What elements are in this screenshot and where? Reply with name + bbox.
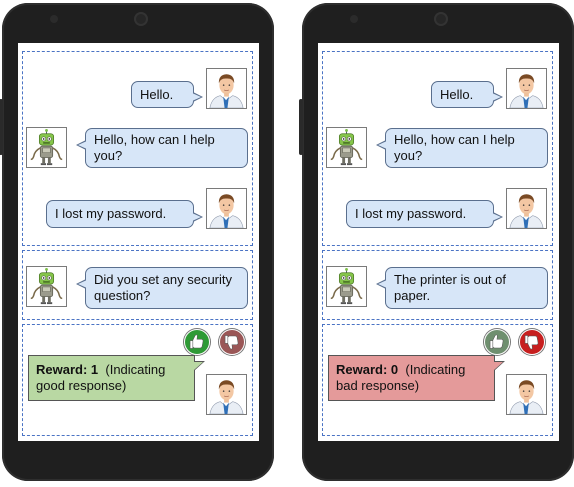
reward-note: (Indicating good response) [36, 362, 166, 393]
bot-avatar [26, 266, 67, 307]
bubble-text: I lost my password. [355, 206, 467, 221]
side-button [0, 99, 3, 155]
bubble-text: I lost my password. [55, 206, 167, 221]
thumbs-down-icon[interactable] [519, 329, 545, 355]
bubble-text: Hello, how can I help you? [394, 132, 515, 163]
bot-bubble-greeting: Hello, how can I help you? [376, 128, 548, 168]
reward-note: (Indicating bad response) [336, 362, 466, 393]
camera-icon [134, 12, 148, 26]
bot-bubble-response: The printer is out of paper. [376, 267, 548, 309]
user-bubble-password: I lost my password. [346, 200, 503, 228]
bot-bubble-greeting: Hello, how can I help you? [76, 128, 248, 168]
bot-avatar [326, 266, 367, 307]
dialog-context-section: Hello. Hello, how can I help you? I lost… [22, 51, 253, 246]
bot-avatar [26, 127, 67, 168]
thumbs-up-icon[interactable] [184, 329, 210, 355]
phone-screen: Hello. Hello, how can I help you? I lost… [318, 43, 559, 441]
bubble-text: Hello, how can I help you? [94, 132, 215, 163]
side-button [299, 99, 303, 155]
user-avatar [506, 374, 547, 415]
reward-section: Reward: 1 (Indicating good response) [22, 324, 253, 436]
user-avatar [506, 188, 547, 229]
reward-section: Reward: 0 (Indicating bad response) [322, 324, 553, 436]
user-avatar [206, 374, 247, 415]
user-bubble-password: I lost my password. [46, 200, 203, 228]
sensor-icon [350, 15, 358, 23]
user-avatar [206, 68, 247, 109]
bubble-text: Did you set any security question? [94, 272, 233, 303]
phone-screen: Hello. Hello, how can I help you? I lost… [18, 43, 259, 441]
camera-icon [434, 12, 448, 26]
reward-box: Reward: 1 (Indicating good response) [28, 355, 205, 401]
response-section: The printer is out of paper. [322, 250, 553, 320]
reward-label: Reward: 1 [36, 362, 99, 377]
user-bubble-hello: Hello. [131, 81, 203, 108]
user-avatar [206, 188, 247, 229]
reward-label: Reward: 0 [336, 362, 399, 377]
bubble-text: The printer is out of paper. [394, 272, 506, 303]
thumbs-up-icon[interactable] [484, 329, 510, 355]
bot-bubble-response: Did you set any security question? [76, 267, 248, 309]
user-avatar [506, 68, 547, 109]
response-section: Did you set any security question? [22, 250, 253, 320]
bubble-text: Hello. [140, 86, 174, 102]
user-bubble-hello: Hello. [431, 81, 503, 108]
sensor-icon [50, 15, 58, 23]
bubble-text: Hello. [440, 86, 474, 102]
phone-left: Hello. Hello, how can I help you? I lost… [0, 3, 274, 481]
dialog-context-section: Hello. Hello, how can I help you? I lost… [322, 51, 553, 246]
reward-box: Reward: 0 (Indicating bad response) [328, 355, 505, 401]
thumbs-down-icon[interactable] [219, 329, 245, 355]
phone-right: Hello. Hello, how can I help you? I lost… [299, 3, 574, 481]
bot-avatar [326, 127, 367, 168]
